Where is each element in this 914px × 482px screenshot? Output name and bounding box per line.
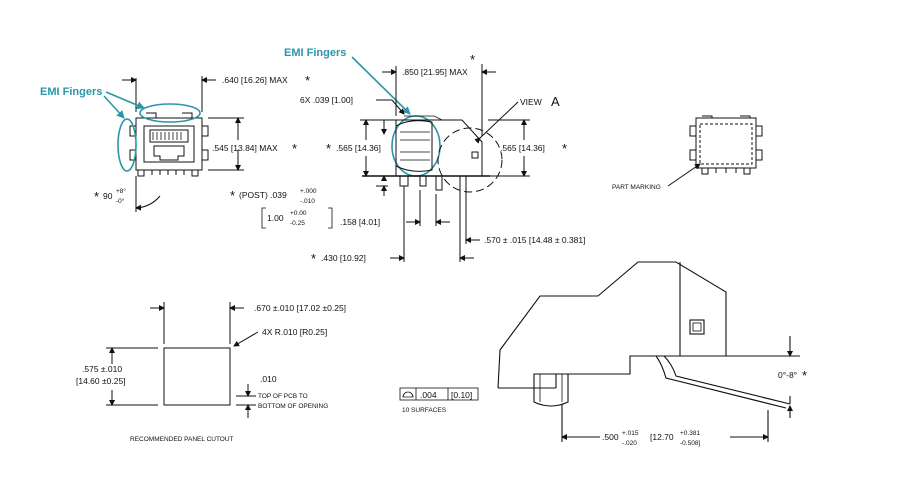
cutout-radius-dim: 4X R.010 [R0.25] bbox=[262, 327, 327, 337]
side-height-left: .565 [14.36] bbox=[336, 143, 381, 153]
front-height-star: * bbox=[292, 141, 297, 156]
post-position-dim: .570 ± .015 [14.48 ± 0.381] bbox=[484, 235, 586, 245]
post-metric-minus: -0.25 bbox=[290, 220, 305, 227]
top-view bbox=[667, 115, 763, 187]
view-letter: A bbox=[551, 94, 560, 109]
side-view bbox=[360, 64, 530, 262]
tolerance-frame bbox=[399, 387, 479, 401]
detail-view bbox=[399, 261, 800, 442]
cutout-caption: RECOMMENDED PANEL CUTOUT bbox=[130, 436, 234, 443]
front-width-dim: .640 [16.26] MAX bbox=[222, 75, 288, 85]
side-depth-dim: .850 [21.95] MAX bbox=[402, 67, 468, 77]
detail-angle-star: * bbox=[802, 368, 807, 383]
emi-top-highlight bbox=[139, 103, 201, 123]
side-top-star: * bbox=[470, 52, 475, 67]
front-latch bbox=[153, 145, 185, 161]
detail-offset-mm-plus: +0.381 bbox=[680, 430, 700, 437]
cutout-width-dim: .670 ±.010 [17.02 ±0.25] bbox=[254, 303, 346, 313]
cutout-height-in: .575 ±.010 bbox=[82, 364, 122, 374]
front-angle-plus: +8° bbox=[116, 187, 126, 195]
overall-star: * bbox=[311, 251, 316, 266]
tolerance-surfaces: 10 SURFACES bbox=[402, 407, 447, 414]
post-tol-minus: -.010 bbox=[300, 198, 315, 205]
front-jack-opening bbox=[143, 125, 195, 163]
post-label: (POST) .039 bbox=[239, 190, 287, 200]
front-angle-star: * bbox=[94, 189, 99, 204]
tolerance-metric: [0.10] bbox=[451, 390, 472, 400]
detail-offset-in: .500 bbox=[602, 432, 619, 442]
detail-offset-in-minus: -.020 bbox=[622, 440, 637, 447]
profile-symbol-icon bbox=[402, 391, 414, 398]
detail-offset-mm-minus: -0.508] bbox=[680, 440, 700, 447]
view-label: VIEW bbox=[520, 97, 542, 107]
detail-angle: 0°-8° bbox=[778, 370, 797, 380]
part-marking-label: PART MARKING bbox=[612, 184, 661, 191]
front-angle: 90 bbox=[103, 191, 113, 201]
cutout-offset: .010 bbox=[260, 374, 277, 384]
cutout-rectangle bbox=[163, 347, 231, 406]
view-a-circle bbox=[437, 127, 503, 193]
cutout-height-mm: [14.60 ±0.25] bbox=[76, 376, 126, 386]
emi-fingers-top-callout: EMI Fingers bbox=[284, 47, 346, 59]
cutout-offset-note-2: BOTTOM OF OPENING bbox=[258, 403, 328, 410]
side-height-right-star: * bbox=[562, 141, 567, 156]
top-body-outline bbox=[695, 117, 757, 169]
front-contact-block bbox=[149, 129, 189, 143]
side-height-right: .565 [14.36] bbox=[500, 143, 545, 153]
emi-fingers-left-callout: EMI Fingers bbox=[40, 86, 102, 98]
front-width-star: * bbox=[305, 73, 310, 88]
detail-offset-mm: [12.70 bbox=[650, 432, 674, 442]
post-star: * bbox=[230, 188, 235, 203]
detail-offset-in-plus: +.015 bbox=[622, 430, 639, 437]
post-metric-plus: +0.00 bbox=[290, 210, 307, 217]
emi-left-highlight bbox=[117, 118, 137, 172]
panel-cutout bbox=[106, 302, 259, 418]
post-metric: 1.00 bbox=[267, 213, 284, 223]
tolerance-value: .004 bbox=[420, 390, 437, 400]
pin-pitch-dim: .158 [4.01] bbox=[340, 217, 380, 227]
post-tol-plus: +.000 bbox=[300, 188, 317, 195]
top-marking-area bbox=[699, 123, 753, 165]
side-height-left-star: * bbox=[326, 141, 331, 156]
detail-window bbox=[689, 319, 705, 335]
side-fingers-dim: 6X .039 [1.00] bbox=[300, 95, 353, 105]
detail-post bbox=[533, 373, 569, 407]
detail-emi-finger bbox=[655, 355, 791, 409]
overall-dim: .430 [10.92] bbox=[321, 253, 366, 263]
side-body-outline bbox=[395, 119, 483, 177]
detail-housing-outline bbox=[497, 261, 727, 389]
front-height-dim: .545 [13.84] MAX bbox=[212, 143, 278, 153]
cutout-offset-note-1: TOP OF PCB TO bbox=[258, 393, 308, 400]
front-angle-minus: -0° bbox=[116, 197, 125, 205]
